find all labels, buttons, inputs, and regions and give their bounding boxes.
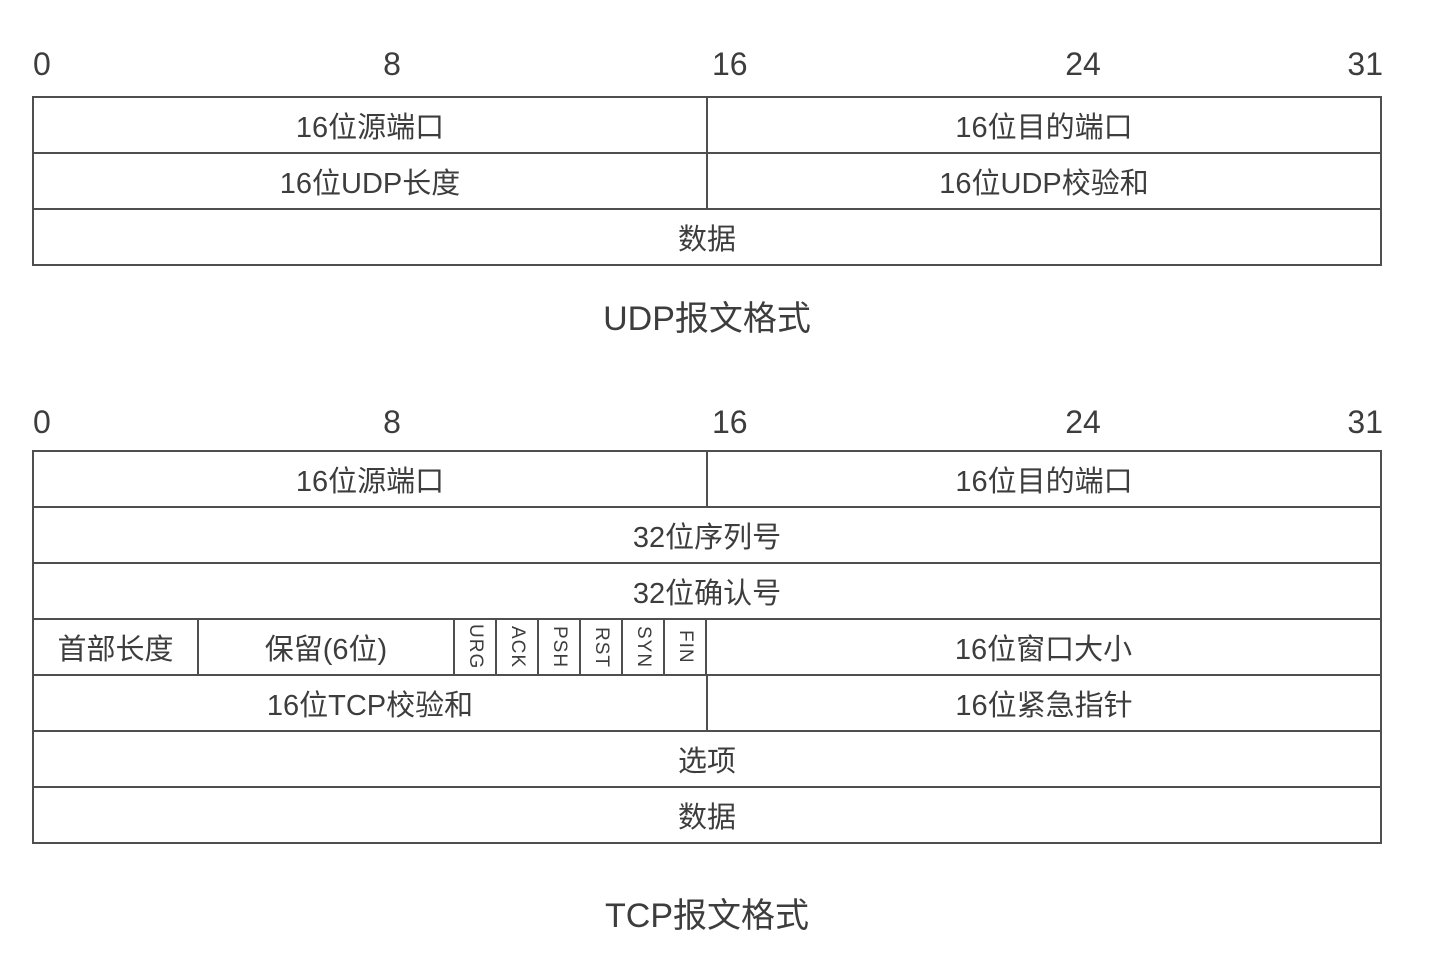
tcp-field-ack-number: 32位确认号 xyxy=(32,562,1382,620)
tcp-flag-psh: PSH xyxy=(537,618,581,676)
tcp-bit-label-0: 0 xyxy=(33,404,51,440)
tcp-bit-label-24: 24 xyxy=(1065,404,1101,440)
tcp-field-data: 数据 xyxy=(32,786,1382,844)
tcp-figure: 0 8 16 24 31 16位源端口 16位目的端口 32位序列号 32位确认… xyxy=(0,358,1431,957)
tcp-bit-ruler: 0 8 16 24 31 xyxy=(0,404,1431,448)
tcp-field-reserved: 保留(6位) xyxy=(197,618,455,676)
tcp-row-acknowledgment: 32位确认号 xyxy=(32,562,1382,620)
tcp-row-sequence: 32位序列号 xyxy=(32,506,1382,564)
tcp-field-urgent-pointer: 16位紧急指针 xyxy=(706,674,1382,732)
tcp-flag-rst: RST xyxy=(579,618,623,676)
udp-figure: 0 8 16 24 31 16位源端口 16位目的端口 16位UDP长度 16位… xyxy=(0,0,1431,380)
tcp-flag-syn: SYN xyxy=(621,618,665,676)
udp-caption: UDP报文格式 xyxy=(603,300,811,338)
tcp-flag-ack: ACK xyxy=(495,618,539,676)
udp-row-data: 数据 xyxy=(32,208,1382,266)
tcp-field-header-length: 首部长度 xyxy=(32,618,199,676)
tcp-row-options: 选项 xyxy=(32,730,1382,788)
udp-bit-label-16: 16 xyxy=(712,46,748,82)
udp-bit-ruler: 0 8 16 24 31 xyxy=(0,46,1431,90)
tcp-row-checksum-urgent: 16位TCP校验和 16位紧急指针 xyxy=(32,674,1382,732)
tcp-field-checksum: 16位TCP校验和 xyxy=(32,674,708,732)
tcp-flag-fin: FIN xyxy=(663,618,707,676)
tcp-bit-label-31: 31 xyxy=(1347,404,1383,440)
udp-bit-label-31: 31 xyxy=(1347,46,1383,82)
tcp-field-sequence-number: 32位序列号 xyxy=(32,506,1382,564)
udp-table: 16位源端口 16位目的端口 16位UDP长度 16位UDP校验和 数据 xyxy=(32,96,1382,266)
tcp-bit-label-16: 16 xyxy=(712,404,748,440)
tcp-field-destination-port: 16位目的端口 xyxy=(706,450,1382,508)
udp-bit-label-24: 24 xyxy=(1065,46,1101,82)
udp-field-length: 16位UDP长度 xyxy=(32,152,708,210)
udp-field-data: 数据 xyxy=(32,208,1382,266)
udp-row-length-checksum: 16位UDP长度 16位UDP校验和 xyxy=(32,152,1382,210)
tcp-bit-label-8: 8 xyxy=(383,404,401,440)
udp-bit-label-8: 8 xyxy=(383,46,401,82)
tcp-field-source-port: 16位源端口 xyxy=(32,450,708,508)
udp-row-ports: 16位源端口 16位目的端口 xyxy=(32,96,1382,154)
udp-field-checksum: 16位UDP校验和 xyxy=(706,152,1382,210)
tcp-row-ports: 16位源端口 16位目的端口 xyxy=(32,450,1382,508)
tcp-row-flags: 首部长度 保留(6位) URG ACK PSH RST SYN FIN 16位窗… xyxy=(32,618,1382,676)
udp-field-source-port: 16位源端口 xyxy=(32,96,708,154)
tcp-table: 16位源端口 16位目的端口 32位序列号 32位确认号 首部长度 保留(6位)… xyxy=(32,450,1382,844)
tcp-caption: TCP报文格式 xyxy=(605,897,809,935)
tcp-field-window-size: 16位窗口大小 xyxy=(705,618,1382,676)
tcp-flag-urg: URG xyxy=(453,618,497,676)
udp-bit-label-0: 0 xyxy=(33,46,51,82)
tcp-field-options: 选项 xyxy=(32,730,1382,788)
tcp-row-data: 数据 xyxy=(32,786,1382,844)
udp-field-destination-port: 16位目的端口 xyxy=(706,96,1382,154)
